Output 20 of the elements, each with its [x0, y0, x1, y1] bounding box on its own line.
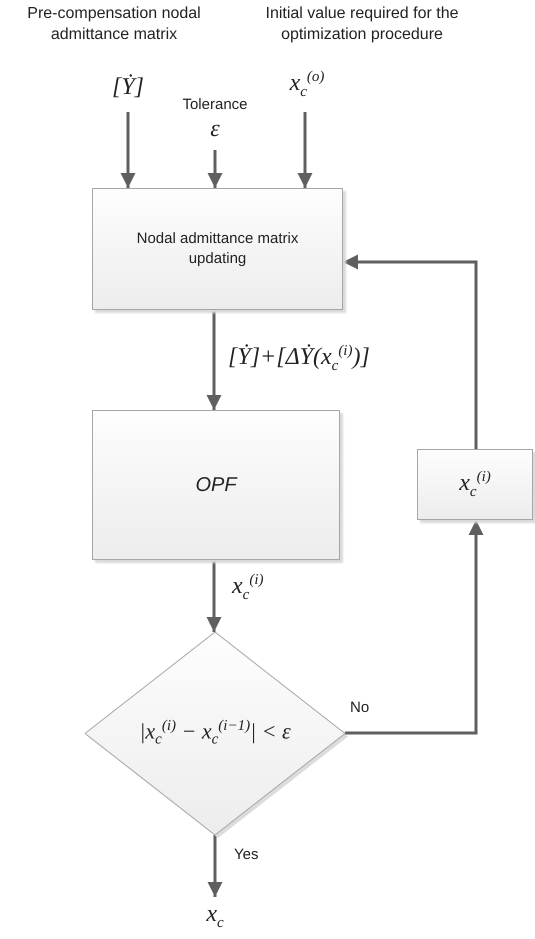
arrow — [206, 560, 222, 632]
process-box — [92, 188, 343, 310]
caption-text: Pre-compensation nodal admittance matrix — [26, 4, 202, 45]
box-text: Tolerance — [182, 95, 248, 116]
arrow — [345, 520, 484, 734]
arrow — [298, 112, 312, 188]
formula-text: ε — [210, 116, 220, 143]
arrow — [206, 310, 222, 410]
arrow — [208, 835, 222, 897]
arrow — [208, 150, 222, 188]
arrow — [343, 254, 478, 449]
caption-text: Initial value required for the optimization procedure — [264, 4, 460, 45]
arrow — [120, 112, 136, 188]
process-box — [417, 449, 533, 520]
box-text: Nodal admittance matrix updating — [136, 228, 300, 269]
formula-text: |x$_{c}$$^{(i)}$ − x$_{c}$$^{(i−1)}$| < ε — [139, 718, 291, 749]
formula-text: [Ẏ] — [112, 74, 144, 100]
process-box — [92, 410, 340, 560]
box-text: OPF — [195, 472, 237, 498]
formula-text: x$_{c}$ — [206, 900, 224, 932]
